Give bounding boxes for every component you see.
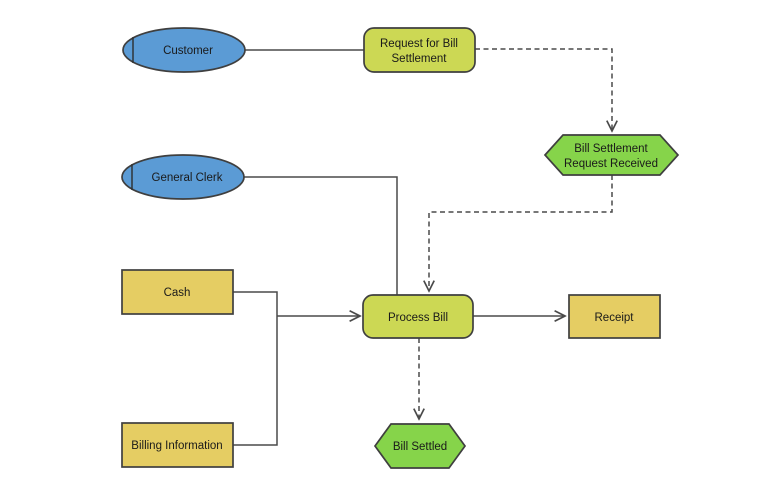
customer-ellipse <box>122 27 246 73</box>
request-label-line1: Request for Bill <box>380 38 458 50</box>
bill-settled-node[interactable]: Bill Settled <box>373 423 467 469</box>
bill-settled-hexagon <box>373 423 467 469</box>
connector-general-clerk-to-process-bill <box>244 176 398 295</box>
billing-information-box <box>121 422 234 468</box>
event-received-label-line1: Bill Settlement <box>574 143 648 155</box>
receipt-box <box>568 294 661 339</box>
general-clerk-ellipse <box>121 154 245 200</box>
process-bill-label: Process Bill <box>388 312 448 324</box>
cash-box <box>121 269 234 315</box>
receipt-label: Receipt <box>595 312 635 324</box>
billing-information-node[interactable]: Billing Information <box>121 422 234 468</box>
cash-label: Cash <box>164 287 191 299</box>
bill-settled-label: Bill Settled <box>393 441 447 453</box>
customer-label: Customer <box>163 45 213 57</box>
bill-settlement-request-received-hexagon <box>543 134 680 176</box>
request-label-line2: Settlement <box>392 53 448 65</box>
process-bill-node[interactable]: Process Bill <box>362 294 474 339</box>
bill-settlement-request-received-node[interactable]: Bill Settlement Request Received <box>543 134 680 176</box>
request-for-bill-settlement-node[interactable]: Request for Bill Settlement <box>363 27 476 73</box>
billing-information-label: Billing Information <box>131 440 222 452</box>
customer-node[interactable]: Customer <box>122 27 246 73</box>
request-for-bill-settlement-box <box>363 27 476 73</box>
event-received-label-line2: Request Received <box>564 158 658 170</box>
connector-cash-billing-trunk <box>233 291 278 446</box>
cash-node[interactable]: Cash <box>121 269 234 315</box>
process-bill-box <box>362 294 474 339</box>
connector-event-received-to-process-bill <box>429 175 613 291</box>
connector-request-to-event-received <box>475 48 612 131</box>
general-clerk-label: General Clerk <box>152 172 223 184</box>
general-clerk-node[interactable]: General Clerk <box>121 154 245 200</box>
receipt-node[interactable]: Receipt <box>568 294 661 339</box>
